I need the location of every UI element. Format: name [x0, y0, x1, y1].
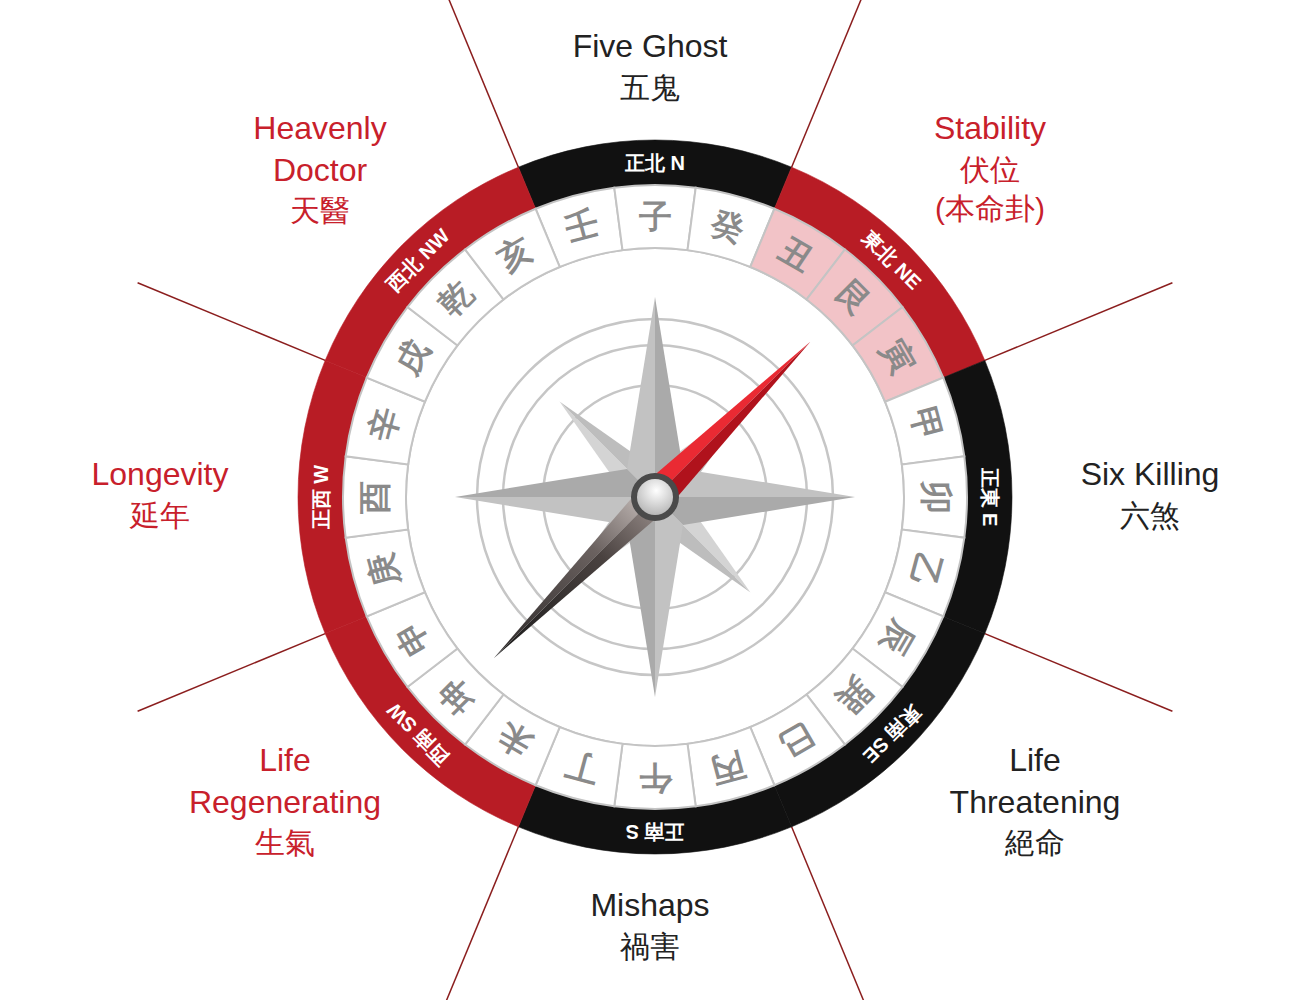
sector-label: 禍害 [520, 927, 780, 966]
sector-label: 絕命 [925, 823, 1145, 862]
direction-label: 正北 N [625, 153, 685, 173]
mountain-cell-shape [688, 727, 775, 806]
sector-label: 延年 [45, 496, 275, 535]
sector-label: Longevity [45, 454, 275, 496]
mountain-cell: 午 [614, 743, 696, 809]
sector-label: Heavenly Doctor [225, 108, 415, 191]
mountain-char: 午 [639, 762, 672, 795]
mountain-cell: 卯 [901, 456, 967, 538]
mountain-cell-shape [902, 456, 967, 537]
direction-label: 正東 E [980, 468, 1000, 527]
sector-label: Six Killing [1030, 454, 1270, 496]
divider-lines [138, 0, 1173, 1000]
mountain-cell-shape [343, 456, 408, 537]
sector-label: 五鬼 [500, 68, 800, 107]
mountain-cell: 亥 [465, 208, 560, 300]
mountain-cell-shape [465, 209, 560, 300]
sector-label: (本命卦) [870, 189, 1110, 228]
sector-label: Life Regenerating [170, 740, 400, 823]
sector-label: 天醫 [225, 191, 415, 230]
mountain-char: 酉 [358, 481, 391, 514]
compass-rose [406, 248, 904, 746]
mountain-cell-shape [885, 378, 964, 465]
sector-label: 伏位 [870, 150, 1110, 189]
sector-label: 生氣 [170, 823, 400, 862]
mountain-cell: 丙 [687, 727, 775, 807]
direction-label: 正南 S [626, 822, 685, 842]
sector-label: 六煞 [1030, 496, 1270, 535]
compass-needle [477, 324, 828, 675]
direction-label: 正西 W [311, 465, 331, 529]
mountain-char: 子 [639, 200, 672, 233]
mountain-cell: 庚 [345, 529, 425, 617]
mountain-cell-shape [614, 744, 695, 809]
sector-label: Mishaps [520, 885, 780, 927]
mountain-cell-shape [614, 185, 695, 250]
mountain-cell-shape [346, 530, 425, 617]
mountain-cell: 甲 [885, 377, 965, 465]
sector-label: Five Ghost [500, 26, 800, 68]
sector-label: Life Threatening [925, 740, 1145, 823]
mountain-cell: 酉 [343, 456, 409, 538]
mountain-char: 卯 [920, 481, 953, 514]
mountain-cell: 子 [614, 185, 696, 251]
sector-label: Stability [870, 108, 1110, 150]
